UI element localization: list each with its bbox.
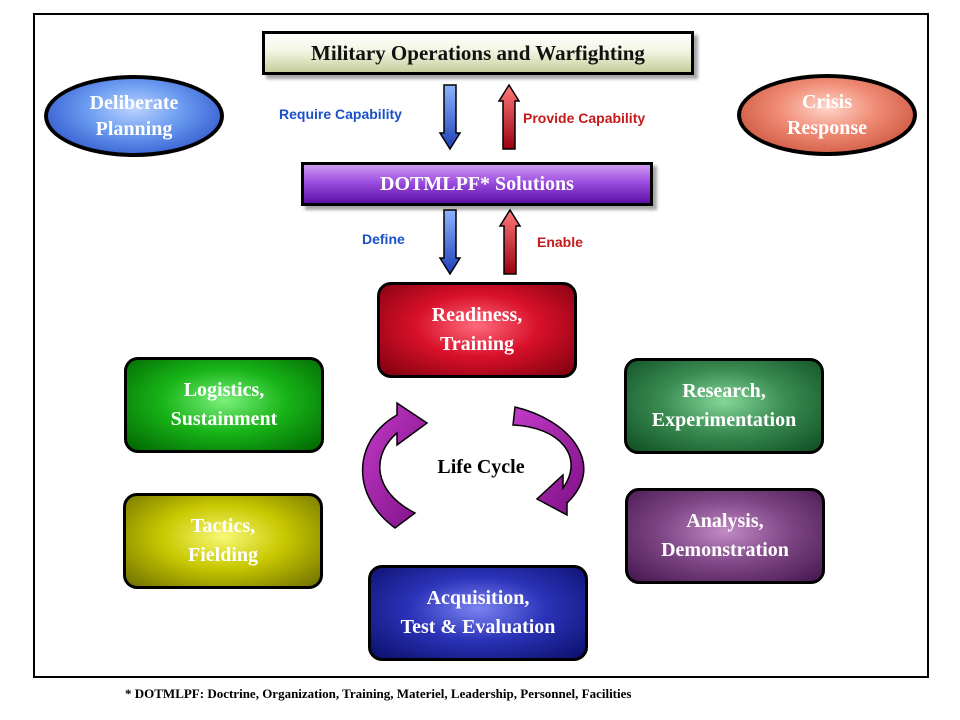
define-label: Define: [362, 231, 405, 247]
life-cycle-label: Life Cycle: [437, 456, 525, 478]
research-experimentation-box: Research, Experimentation: [624, 358, 824, 454]
military-operations-title: Military Operations and Warfighting: [262, 31, 694, 75]
enable-arrow-icon: [498, 208, 522, 275]
acquisition-test-evaluation-box: Acquisition, Test & Evaluation: [368, 565, 588, 661]
tactics-fielding-box: Tactics, Fielding: [123, 493, 323, 589]
enable-label: Enable: [537, 234, 583, 250]
crisis-response-oval: Crisis Response: [737, 74, 917, 156]
dotmlpf-solutions-bar: DOTMLPF* Solutions: [301, 162, 653, 206]
life-cycle-arrows-icon: [361, 401, 585, 529]
deliberate-planning-oval: Deliberate Planning: [44, 75, 224, 157]
require-capability-label: Require Capability: [279, 106, 402, 122]
provide-capability-label: Provide Capability: [523, 110, 646, 126]
analysis-demonstration-box: Analysis, Demonstration: [625, 488, 825, 584]
readiness-training-box: Readiness, Training: [377, 282, 577, 378]
define-arrow-icon: [438, 209, 462, 276]
require-capability-arrow-icon: [438, 84, 462, 151]
logistics-sustainment-box: Logistics, Sustainment: [124, 357, 324, 453]
dotmlpf-footnote: * DOTMLPF: Doctrine, Organization, Train…: [125, 686, 632, 701]
provide-capability-arrow-icon: [497, 83, 521, 150]
